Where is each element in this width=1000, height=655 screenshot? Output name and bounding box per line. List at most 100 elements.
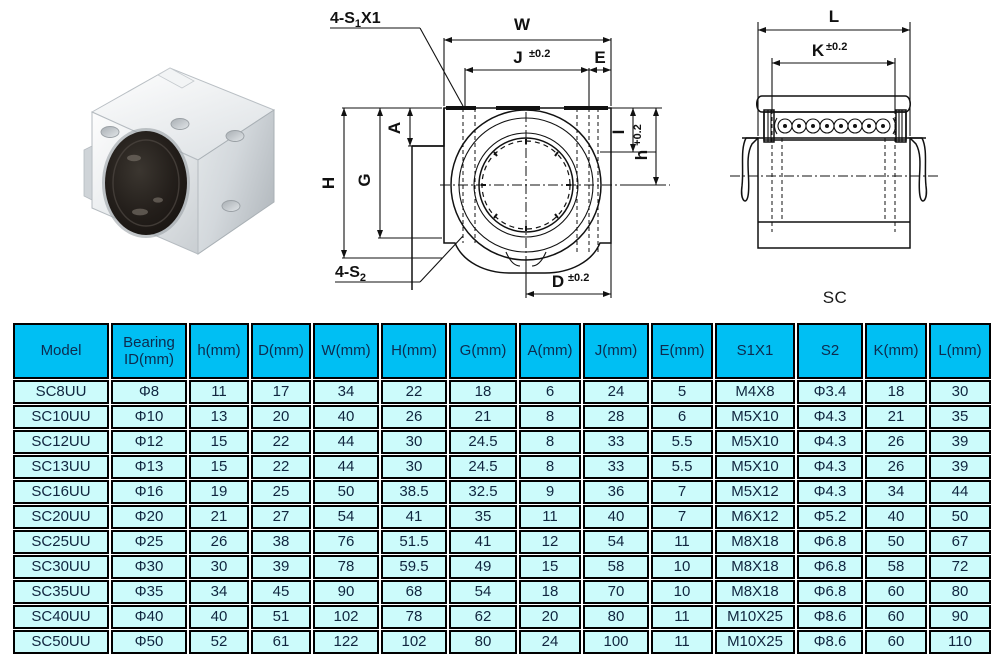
table-cell: 5 <box>651 380 713 404</box>
dim-label-j-tol: ±0.2 <box>529 48 550 60</box>
table-cell: Φ13 <box>111 455 187 479</box>
table-cell: 78 <box>313 555 379 579</box>
table-cell: 33 <box>583 455 649 479</box>
table-cell-model: SC40UU <box>13 605 109 629</box>
table-cell: 38 <box>251 530 311 554</box>
table-cell: 26 <box>189 530 249 554</box>
table-cell: 60 <box>865 580 927 604</box>
table-header-cell-0: Model <box>13 323 109 379</box>
dim-label-h-low-tol: +0.2 <box>632 124 644 146</box>
header-line-2: S1X1 <box>736 342 774 360</box>
table-cell: 39 <box>929 455 991 479</box>
side-section-view: L K ±0.2 <box>730 7 938 249</box>
table-cell: 67 <box>929 530 991 554</box>
header-line-2: h(mm) <box>197 342 241 360</box>
table-cell: 8 <box>519 430 581 454</box>
header-line-2: W(mm) <box>321 342 371 360</box>
header-line-1: Bearing <box>123 333 175 351</box>
table-cell: 54 <box>313 505 379 529</box>
table-cell: 6 <box>651 405 713 429</box>
header-line-2: G(mm) <box>459 342 507 360</box>
table-cell: 40 <box>189 605 249 629</box>
table-cell: 50 <box>865 530 927 554</box>
table-cell: 110 <box>929 630 991 654</box>
table-cell: 39 <box>929 430 991 454</box>
table-cell: M4X8 <box>715 380 795 404</box>
table-cell: 21 <box>449 405 517 429</box>
table-cell-model: SC50UU <box>13 630 109 654</box>
table-cell: 40 <box>865 505 927 529</box>
dim-label-j: J <box>513 48 522 67</box>
table-cell: Φ16 <box>111 480 187 504</box>
table-cell: 32.5 <box>449 480 517 504</box>
table-cell: Φ10 <box>111 405 187 429</box>
table-cell: 24.5 <box>449 455 517 479</box>
table-cell: 36 <box>583 480 649 504</box>
table-cell-model: SC20UU <box>13 505 109 529</box>
dim-label-a: A <box>385 122 404 134</box>
table-cell: Φ50 <box>111 630 187 654</box>
label-4-s2: 4-S2 <box>335 264 366 284</box>
product-photo <box>83 67 276 255</box>
table-cell: 39 <box>251 555 311 579</box>
table-cell: 11 <box>651 630 713 654</box>
table-header-cell-3: D(mm) <box>251 323 311 379</box>
table-cell: Φ8.6 <box>797 630 863 654</box>
dim-label-g: G <box>355 173 374 186</box>
table-cell: 26 <box>865 430 927 454</box>
table-cell-model: SC10UU <box>13 405 109 429</box>
table-cell: 34 <box>865 480 927 504</box>
table-header-cell-4: W(mm) <box>313 323 379 379</box>
table-cell: 62 <box>449 605 517 629</box>
table-cell: M10X25 <box>715 605 795 629</box>
table-cell: 10 <box>651 555 713 579</box>
table-cell: 8 <box>519 455 581 479</box>
table-cell: M5X12 <box>715 480 795 504</box>
table-cell: 24.5 <box>449 430 517 454</box>
table-cell: 70 <box>583 580 649 604</box>
table-cell: 26 <box>381 405 447 429</box>
table-cell: 30 <box>189 555 249 579</box>
table-cell: 44 <box>929 480 991 504</box>
table-cell: Φ6.8 <box>797 530 863 554</box>
table-cell: M6X12 <box>715 505 795 529</box>
table-cell: Φ35 <box>111 580 187 604</box>
table-cell: 13 <box>189 405 249 429</box>
table-cell: 61 <box>251 630 311 654</box>
table-cell: Φ4.3 <box>797 455 863 479</box>
table-cell: M5X10 <box>715 455 795 479</box>
table-cell: Φ12 <box>111 430 187 454</box>
table-cell: 68 <box>381 580 447 604</box>
table-cell: 60 <box>865 630 927 654</box>
table-cell: 122 <box>313 630 379 654</box>
table-cell: M8X18 <box>715 580 795 604</box>
table-header-cell-10: S1X1 <box>715 323 795 379</box>
table-cell: 7 <box>651 480 713 504</box>
table-cell: 51 <box>251 605 311 629</box>
table-cell: Φ3.4 <box>797 380 863 404</box>
table-cell: Φ4.3 <box>797 480 863 504</box>
table-cell: 11 <box>651 605 713 629</box>
table-cell: 5.5 <box>651 455 713 479</box>
table-cell: Φ4.3 <box>797 430 863 454</box>
header-line-2: D(mm) <box>258 342 304 360</box>
table-cell: 41 <box>449 530 517 554</box>
table-cell: 12 <box>519 530 581 554</box>
drawing-area: W J ±0.2 E 4-S1X1 <box>0 0 1000 318</box>
dim-label-e: E <box>594 48 605 67</box>
table-cell: 20 <box>519 605 581 629</box>
dim-label-h-low: h <box>632 150 651 160</box>
table-cell: 58 <box>865 555 927 579</box>
table-cell-model: SC8UU <box>13 380 109 404</box>
table-cell: 20 <box>251 405 311 429</box>
table-cell-model: SC25UU <box>13 530 109 554</box>
